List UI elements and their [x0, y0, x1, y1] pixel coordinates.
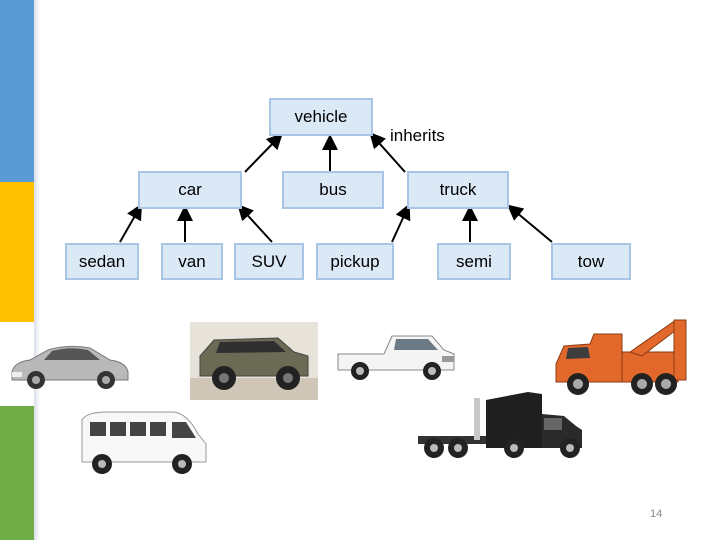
node-vehicle: vehicle	[269, 98, 373, 136]
semi-truck-photo	[418, 392, 582, 458]
node-pickup: pickup	[316, 243, 394, 280]
node-suv: SUV	[234, 243, 304, 280]
arrow-car-vehicle	[244, 133, 283, 173]
arrow-sedan-car	[119, 203, 142, 243]
node-semi: semi	[437, 243, 511, 280]
node-car: car	[138, 171, 242, 209]
stripe-shadow	[34, 0, 40, 540]
node-tow: tow	[551, 243, 631, 280]
arrow-tow-truck	[506, 204, 553, 243]
tow-truck-photo	[555, 319, 687, 395]
node-bus: bus	[282, 171, 384, 209]
node-van: van	[161, 243, 223, 280]
van-photo	[81, 411, 207, 474]
arrow-truck-vehicle	[369, 132, 406, 173]
relation-label: inherits	[390, 126, 445, 145]
arrow-pickup-truck	[391, 203, 411, 243]
node-sedan: sedan	[65, 243, 139, 280]
accent-stripe-blue	[0, 0, 34, 182]
arrow-suv-car	[237, 204, 273, 243]
sedan-photo	[11, 345, 129, 389]
suv-photo	[190, 322, 318, 400]
page-number: 14	[650, 508, 663, 520]
pickup-photo	[337, 335, 455, 380]
accent-stripe-green	[0, 406, 34, 540]
node-truck: truck	[407, 171, 509, 209]
accent-stripe-yellow	[0, 182, 34, 322]
